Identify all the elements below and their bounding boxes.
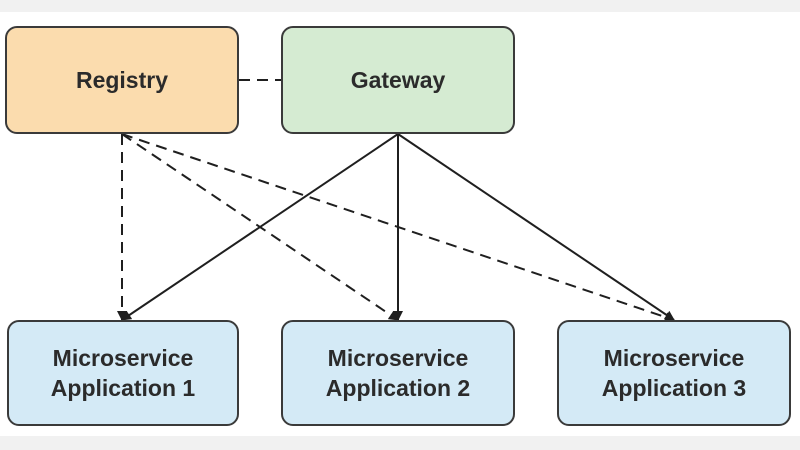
microservice-application-1-label: Microservice Application 1 bbox=[50, 345, 196, 401]
microservice-application-3-label: Microservice Application 3 bbox=[601, 345, 747, 401]
gateway-label: Gateway bbox=[350, 67, 446, 93]
gateway-node: Gateway bbox=[281, 26, 515, 134]
microservice-application-3-node: Microservice Application 3 bbox=[557, 320, 791, 426]
registry-node: Registry bbox=[5, 26, 239, 134]
microservice-application-1-node: Microservice Application 1 bbox=[7, 320, 239, 426]
top-border-band bbox=[0, 0, 800, 12]
microservice-application-2-label: Microservice Application 2 bbox=[325, 345, 471, 401]
registry-label: Registry bbox=[75, 67, 169, 93]
microservice-application-2-node: Microservice Application 2 bbox=[281, 320, 515, 426]
bottom-border-band bbox=[0, 436, 800, 450]
edge-gateway-to-ms1 bbox=[121, 133, 399, 321]
edge-gateway-to-ms3 bbox=[397, 133, 675, 321]
